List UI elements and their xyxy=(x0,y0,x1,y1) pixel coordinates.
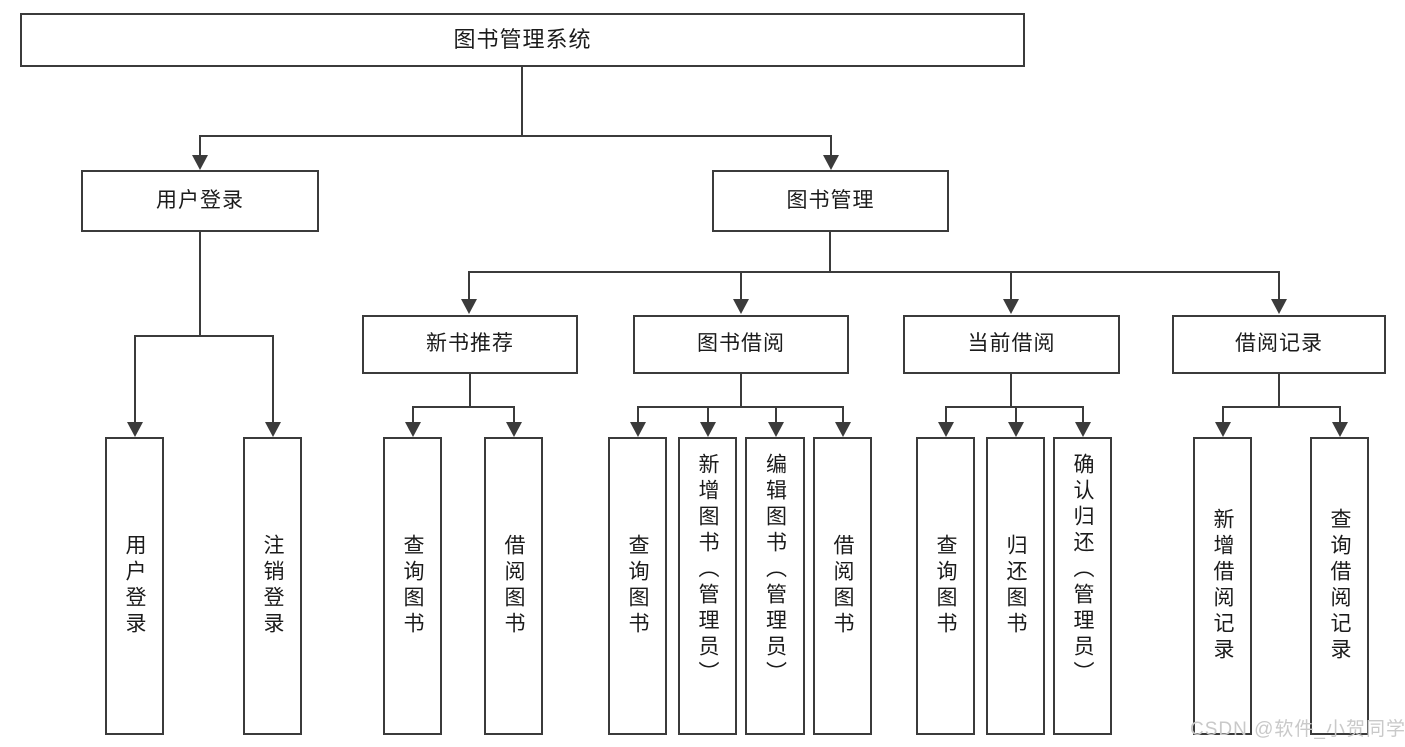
connector-new-book-recommend-stem xyxy=(469,374,471,407)
leaf-query-book-current[interactable]: 查询图书 xyxy=(916,437,975,735)
node-label: 查询借阅记录 xyxy=(1328,508,1351,664)
node-label: 查询图书 xyxy=(626,534,649,638)
node-label: 查询图书 xyxy=(401,534,424,638)
connector-borrow-record-bus xyxy=(1222,406,1341,408)
leaf-query-borrow-record[interactable]: 查询借阅记录 xyxy=(1310,437,1369,735)
node-book-borrow[interactable]: 图书借阅 xyxy=(633,315,849,374)
arrowhead-br-to-leaf-1 xyxy=(1215,422,1231,437)
connector-to-current-borrow xyxy=(1010,271,1012,299)
arrowhead-user-login-to-leaf-1 xyxy=(127,422,143,437)
leaf-logout[interactable]: 注销登录 xyxy=(243,437,302,735)
leaf-add-borrow-record[interactable]: 新增借阅记录 xyxy=(1193,437,1252,735)
connector-bb-to-leaf-4 xyxy=(842,406,844,422)
leaf-confirm-return-admin[interactable]: 确认归还（管理员） xyxy=(1053,437,1112,735)
arrowhead-bb-to-leaf-2 xyxy=(700,422,716,437)
arrowhead-user-login-to-leaf-2 xyxy=(265,422,281,437)
connector-borrow-record-stem xyxy=(1278,374,1280,407)
connector-bb-to-leaf-1 xyxy=(637,406,639,422)
leaf-borrow-book-borrow[interactable]: 借阅图书 xyxy=(813,437,872,735)
node-label: 用户登录 xyxy=(123,534,146,638)
connector-to-new-book-recommend xyxy=(468,271,470,299)
arrowhead-cb-to-leaf-2 xyxy=(1008,422,1024,437)
node-label: 当前借阅 xyxy=(967,332,1056,356)
connector-bb-to-leaf-3 xyxy=(775,406,777,422)
node-label: 编辑图书（管理员） xyxy=(763,453,787,687)
node-borrow-record[interactable]: 借阅记录 xyxy=(1172,315,1386,374)
arrowhead-to-borrow-record xyxy=(1271,299,1287,314)
arrowhead-nbr-to-leaf-1 xyxy=(405,422,421,437)
node-user-login[interactable]: 用户登录 xyxy=(81,170,319,232)
connector-current-borrow-bus xyxy=(945,406,1083,408)
arrowhead-bb-to-leaf-1 xyxy=(630,422,646,437)
arrowhead-to-current-borrow xyxy=(1003,299,1019,314)
arrowhead-root-to-user-login xyxy=(192,155,208,170)
node-label: 新增图书（管理员） xyxy=(696,453,719,687)
node-label: 确认归还（管理员） xyxy=(1071,453,1094,687)
arrowhead-nbr-to-leaf-2 xyxy=(506,422,522,437)
node-label: 借阅记录 xyxy=(1235,332,1323,356)
connector-cb-to-leaf-3 xyxy=(1082,406,1084,422)
connector-root-stem xyxy=(521,67,523,136)
connector-root-to-user-login xyxy=(199,135,201,155)
arrowhead-br-to-leaf-2 xyxy=(1332,422,1348,437)
node-label: 查询图书 xyxy=(934,534,957,638)
connector-user-login-to-leaf-1 xyxy=(134,335,136,422)
node-label: 借阅图书 xyxy=(502,534,525,638)
arrowhead-bb-to-leaf-4 xyxy=(835,422,851,437)
connector-br-to-leaf-1 xyxy=(1222,406,1224,422)
connector-new-book-recommend-bus xyxy=(412,406,515,408)
connector-book-borrow-stem xyxy=(740,374,742,407)
node-current-borrow[interactable]: 当前借阅 xyxy=(903,315,1120,374)
watermark-text: CSDN @软件_小贺同学 xyxy=(1190,719,1405,740)
leaf-return-book[interactable]: 归还图书 xyxy=(986,437,1045,735)
leaf-query-book-recommend[interactable]: 查询图书 xyxy=(383,437,442,735)
arrowhead-to-book-borrow xyxy=(733,299,749,314)
node-new-book-recommend[interactable]: 新书推荐 xyxy=(362,315,578,374)
node-label: 图书管理系统 xyxy=(453,27,592,53)
connector-bb-to-leaf-2 xyxy=(707,406,709,422)
leaf-user-login[interactable]: 用户登录 xyxy=(105,437,164,735)
connector-book-borrow-bus xyxy=(637,406,843,408)
node-label: 新增借阅记录 xyxy=(1211,508,1234,664)
connector-user-login-bus xyxy=(134,335,273,337)
arrowhead-bb-to-leaf-3 xyxy=(768,422,784,437)
node-label: 归还图书 xyxy=(1004,534,1027,638)
connector-user-login-to-leaf-2 xyxy=(272,335,274,422)
node-label: 图书管理 xyxy=(786,188,875,212)
arrowhead-cb-to-leaf-3 xyxy=(1075,422,1091,437)
node-label: 图书借阅 xyxy=(697,332,785,356)
connector-to-borrow-record xyxy=(1278,271,1280,299)
connector-cb-to-leaf-1 xyxy=(945,406,947,422)
node-label: 借阅图书 xyxy=(831,534,854,638)
connector-cb-to-leaf-2 xyxy=(1015,406,1017,422)
arrowhead-root-to-book-manage xyxy=(823,155,839,170)
connector-br-to-leaf-2 xyxy=(1339,406,1341,422)
connector-nbr-to-leaf-1 xyxy=(412,406,414,422)
connector-to-book-borrow xyxy=(740,271,742,299)
leaf-borrow-book-recommend[interactable]: 借阅图书 xyxy=(484,437,543,735)
arrowhead-cb-to-leaf-1 xyxy=(938,422,954,437)
node-book-manage[interactable]: 图书管理 xyxy=(712,170,949,232)
connector-nbr-to-leaf-2 xyxy=(513,406,515,422)
node-label: 用户登录 xyxy=(156,188,244,212)
connector-user-login-stem xyxy=(199,232,201,336)
connector-root-to-book-manage xyxy=(830,135,832,155)
arrowhead-to-new-book-recommend xyxy=(461,299,477,314)
node-root-system[interactable]: 图书管理系统 xyxy=(20,13,1025,67)
connector-current-borrow-stem xyxy=(1010,374,1012,407)
leaf-query-book-borrow[interactable]: 查询图书 xyxy=(608,437,667,735)
node-label: 新书推荐 xyxy=(426,332,514,356)
node-label: 注销登录 xyxy=(261,534,284,638)
connector-root-bus xyxy=(199,135,831,137)
leaf-add-book-admin[interactable]: 新增图书（管理员） xyxy=(678,437,737,735)
connector-book-manage-bus xyxy=(468,271,1279,273)
leaf-edit-book-admin[interactable]: 编辑图书（管理员） xyxy=(745,437,805,735)
connector-book-manage-stem xyxy=(829,232,831,272)
